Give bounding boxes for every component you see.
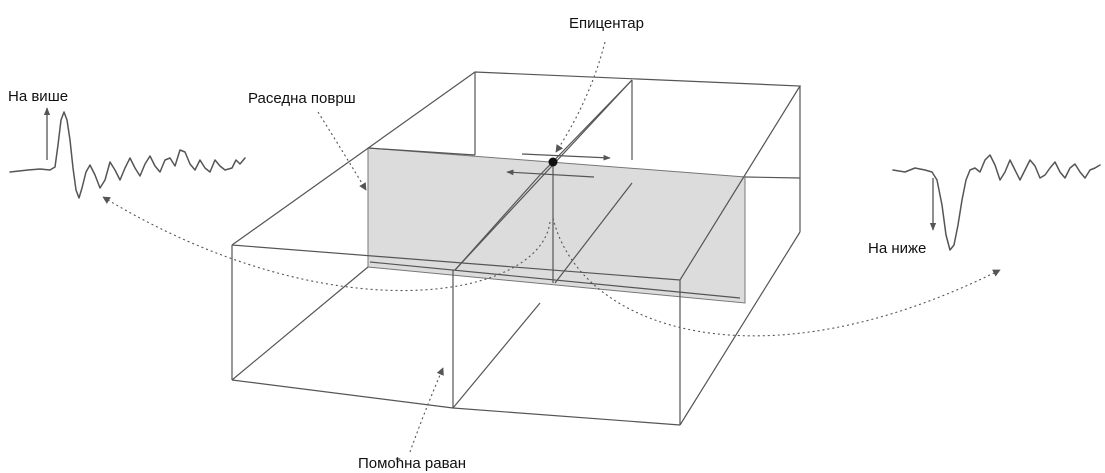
seismogram-down: [892, 154, 1101, 251]
block-wireframe: [231, 71, 802, 426]
fault-surface-label: Раседна површ: [248, 90, 356, 107]
epicenter-dot: [548, 157, 558, 167]
fault-surface-plane: [367, 147, 746, 304]
seismogram-up: [9, 111, 246, 199]
auxiliary-plane-leader: [409, 367, 444, 453]
auxiliary-plane-label: Помоћна раван: [358, 455, 466, 472]
epicenter-label: Епицентар: [569, 15, 644, 32]
slip-arrow-top: [521, 153, 611, 161]
down-label: На ниже: [868, 240, 926, 257]
slip-arrow-bottom: [506, 169, 595, 178]
up-label: На више: [8, 88, 68, 105]
